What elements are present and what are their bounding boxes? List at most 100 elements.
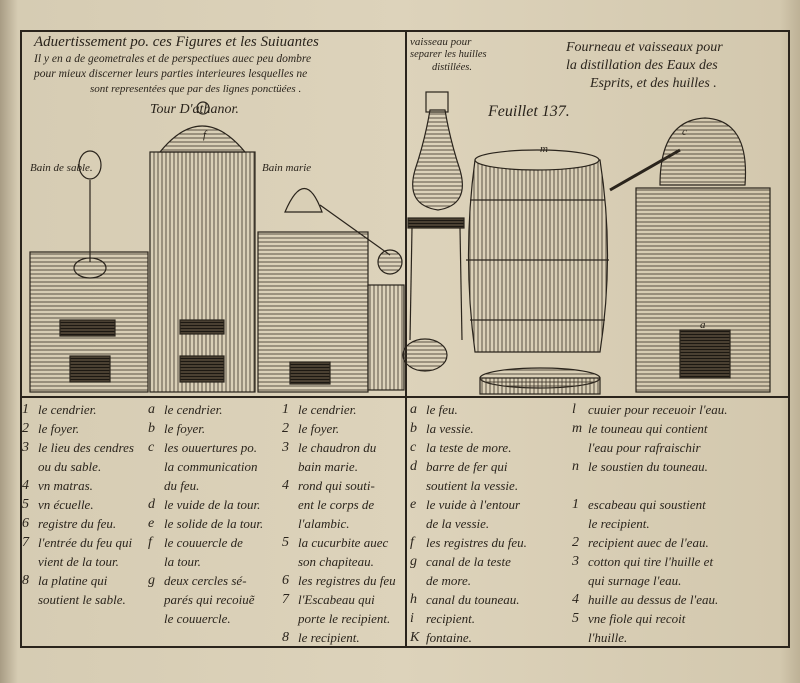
legend-text: le vuide de la tour. xyxy=(164,497,261,512)
legend-text: le couuercle de xyxy=(164,535,243,550)
water-bath-furnace xyxy=(257,188,405,393)
left-notice-line-3: sont representées que par des lignes pon… xyxy=(90,83,302,95)
legend-key: a xyxy=(148,402,155,417)
legend-key: 6 xyxy=(282,573,289,588)
legend-key: 4 xyxy=(282,478,289,493)
legend-text: les registres du feu. xyxy=(426,535,527,550)
legend-key: b xyxy=(410,421,417,436)
right-heading-3: Esprits, et des huilles . xyxy=(590,76,717,91)
legend-text: vn écuelle. xyxy=(38,497,94,512)
legend-key: 5 xyxy=(572,611,579,626)
legend-text: canal de la teste xyxy=(426,554,511,569)
legend-text: vient de la tour. xyxy=(38,554,119,569)
legend-key: 4 xyxy=(572,592,579,607)
left-heading: Aduertissement po. ces Figures et les Su… xyxy=(34,34,319,50)
legend-key: 1 xyxy=(282,402,289,417)
legend-text: le cendrier. xyxy=(298,402,357,417)
legend-text: le solide de la tour. xyxy=(164,516,264,531)
legend-key: e xyxy=(410,497,417,512)
legend-key: 8 xyxy=(22,573,29,588)
sand-bath-furnace xyxy=(29,150,149,393)
legend-key: 2 xyxy=(22,421,29,436)
legend-entry: 8 la platine qui soutient le sable. xyxy=(22,571,144,609)
legend-key: d xyxy=(410,459,417,474)
legend-text: l'Escabeau qui xyxy=(298,592,375,607)
legend-key: c xyxy=(410,440,417,455)
legend-key: 4 xyxy=(22,478,29,493)
legend-text: fontaine. xyxy=(426,630,472,645)
legend-text: le cendrier. xyxy=(38,402,97,417)
legend-text: registre du feu. xyxy=(38,516,117,531)
legend-text: barre de fer qui xyxy=(426,459,508,474)
legend-key: e xyxy=(148,516,155,531)
legend-key: l xyxy=(572,402,576,417)
legend-entry: a le cendrier. xyxy=(148,400,278,419)
legend-text: canal du touneau. xyxy=(426,592,520,607)
vessel-caption-3: distillées. xyxy=(432,62,472,73)
legend-key: 1 xyxy=(572,497,579,512)
legend-text: rond qui souti- xyxy=(298,478,375,493)
legend-text: recipient auec de l'eau. xyxy=(588,535,709,550)
legend-text: l'huille. xyxy=(588,630,628,645)
legend-entry: d barre de fer qui soutient la vessie. xyxy=(410,457,568,495)
legend-text: la platine qui xyxy=(38,573,108,588)
left-notice-line-2: pour mieux discerner leurs parties inter… xyxy=(34,68,308,80)
legend-text: les ouuertures po. xyxy=(164,440,258,455)
legend-key: g xyxy=(410,554,417,569)
legend-text: son chapiteau. xyxy=(298,554,374,569)
engraving-illustration: f c m a xyxy=(29,91,771,395)
legend-text: soutient le sable. xyxy=(38,592,126,607)
right-heading-1: Fourneau et vaisseaux pour xyxy=(566,40,723,55)
legend-key: n xyxy=(572,459,579,474)
label-c: c xyxy=(682,126,687,138)
legend-key: a xyxy=(410,402,417,417)
legend-text: la communication xyxy=(164,459,258,474)
legend-text: la teste de more. xyxy=(426,440,512,455)
legend-key: 8 xyxy=(282,630,289,645)
label-f: f xyxy=(203,129,208,141)
legend-text: bain marie. xyxy=(298,459,358,474)
legend-key: 1 xyxy=(22,402,29,417)
separator-vessel xyxy=(402,91,465,372)
legend-text: deux cercles sé- xyxy=(164,573,247,588)
legend-text: qui surnage l'eau. xyxy=(588,573,682,588)
legend-entry: 1 le cendrier. xyxy=(22,400,144,419)
left-notice-line-1: Il y en a de geometrales et de perspecti… xyxy=(34,53,312,65)
right-heading-2: la distillation des Eaux des xyxy=(566,58,718,73)
legend-key: 7 xyxy=(282,592,289,607)
cooling-barrel xyxy=(466,148,681,395)
legend-key: f xyxy=(148,535,152,550)
legend-text: vn matras. xyxy=(38,478,93,493)
legend-text: la cucurbite auec xyxy=(298,535,389,550)
label-m: m xyxy=(540,143,548,155)
legend-text: soutient la vessie. xyxy=(426,478,519,493)
legend-text: recipient. xyxy=(426,611,475,626)
legend-key: 3 xyxy=(282,440,289,455)
legend-text: l'eau pour rafraischir xyxy=(588,440,701,455)
legend-text: le couuercle. xyxy=(164,611,231,626)
legend-text: le vuide à l'entour xyxy=(426,497,521,512)
legend-text: le cendrier. xyxy=(164,402,223,417)
legend-key: b xyxy=(148,421,155,436)
legend-text: ent le corps de xyxy=(298,497,375,512)
legend-text: le lieu des cendres xyxy=(38,440,134,455)
